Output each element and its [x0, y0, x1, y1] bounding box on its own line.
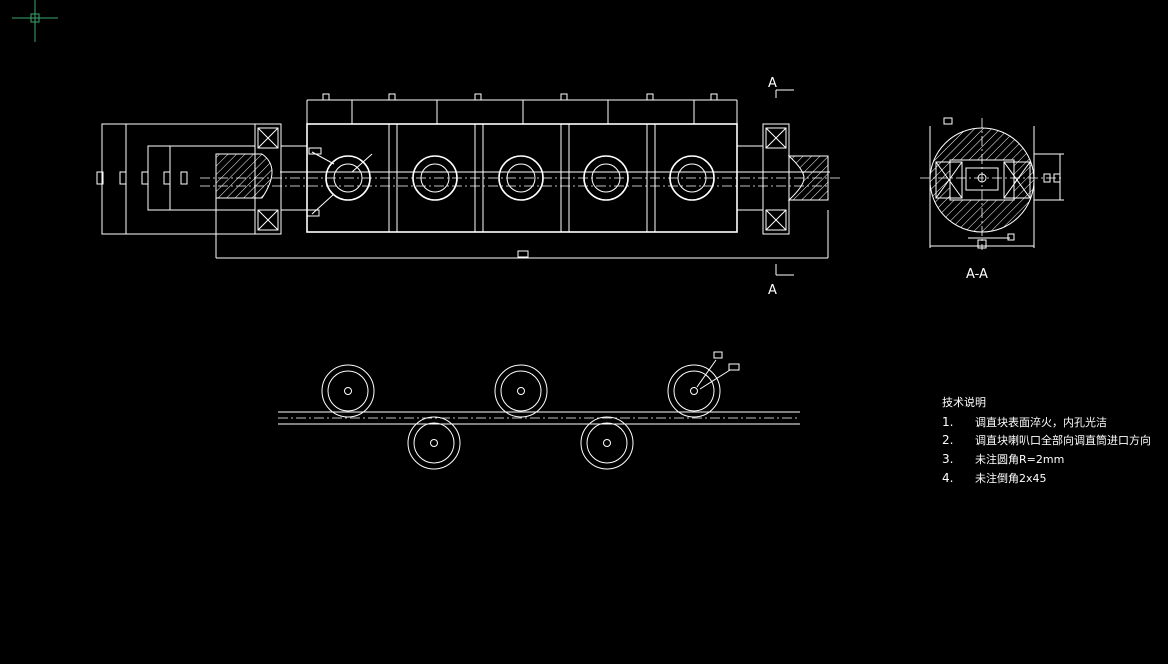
roller-bottom-2	[580, 416, 634, 470]
main-elevation-view: A A	[96, 76, 840, 298]
right-bearing-block	[762, 123, 790, 235]
roller-top-3	[667, 364, 721, 418]
roller-top-2	[494, 364, 548, 418]
tech-notes-title: 技术说明	[942, 395, 986, 409]
tech-note-number: 2.	[942, 433, 953, 447]
tech-note-text: 调直块表面淬火，内孔光洁	[975, 415, 1107, 429]
tech-note-text: 未注倒角2x45	[975, 471, 1047, 485]
technical-notes: 技术说明 1. 调直块表面淬火，内孔光洁 2. 调直块喇叭口全部向调直筒进口方向…	[942, 395, 1151, 485]
left-shaft-section	[215, 153, 273, 199]
tech-note-text: 调直块喇叭口全部向调直筒进口方向	[975, 433, 1151, 447]
roller-bottom-1	[407, 416, 461, 470]
roller-top-1	[321, 364, 375, 418]
section-view-a-a: A-A	[920, 117, 1064, 282]
tech-note-number: 4.	[942, 471, 953, 485]
section-view-label: A-A	[966, 267, 988, 282]
tech-note-text: 未注圆角R=2mm	[975, 452, 1064, 466]
section-marker-bottom: A	[768, 283, 777, 298]
section-marker-top: A	[768, 76, 777, 91]
right-shaft-section	[787, 155, 829, 201]
tech-note-number: 3.	[942, 452, 953, 466]
crosshair-cursor-icon	[12, 0, 58, 42]
tech-note-number: 1.	[942, 415, 953, 429]
roller-arrangement-view	[278, 351, 800, 470]
